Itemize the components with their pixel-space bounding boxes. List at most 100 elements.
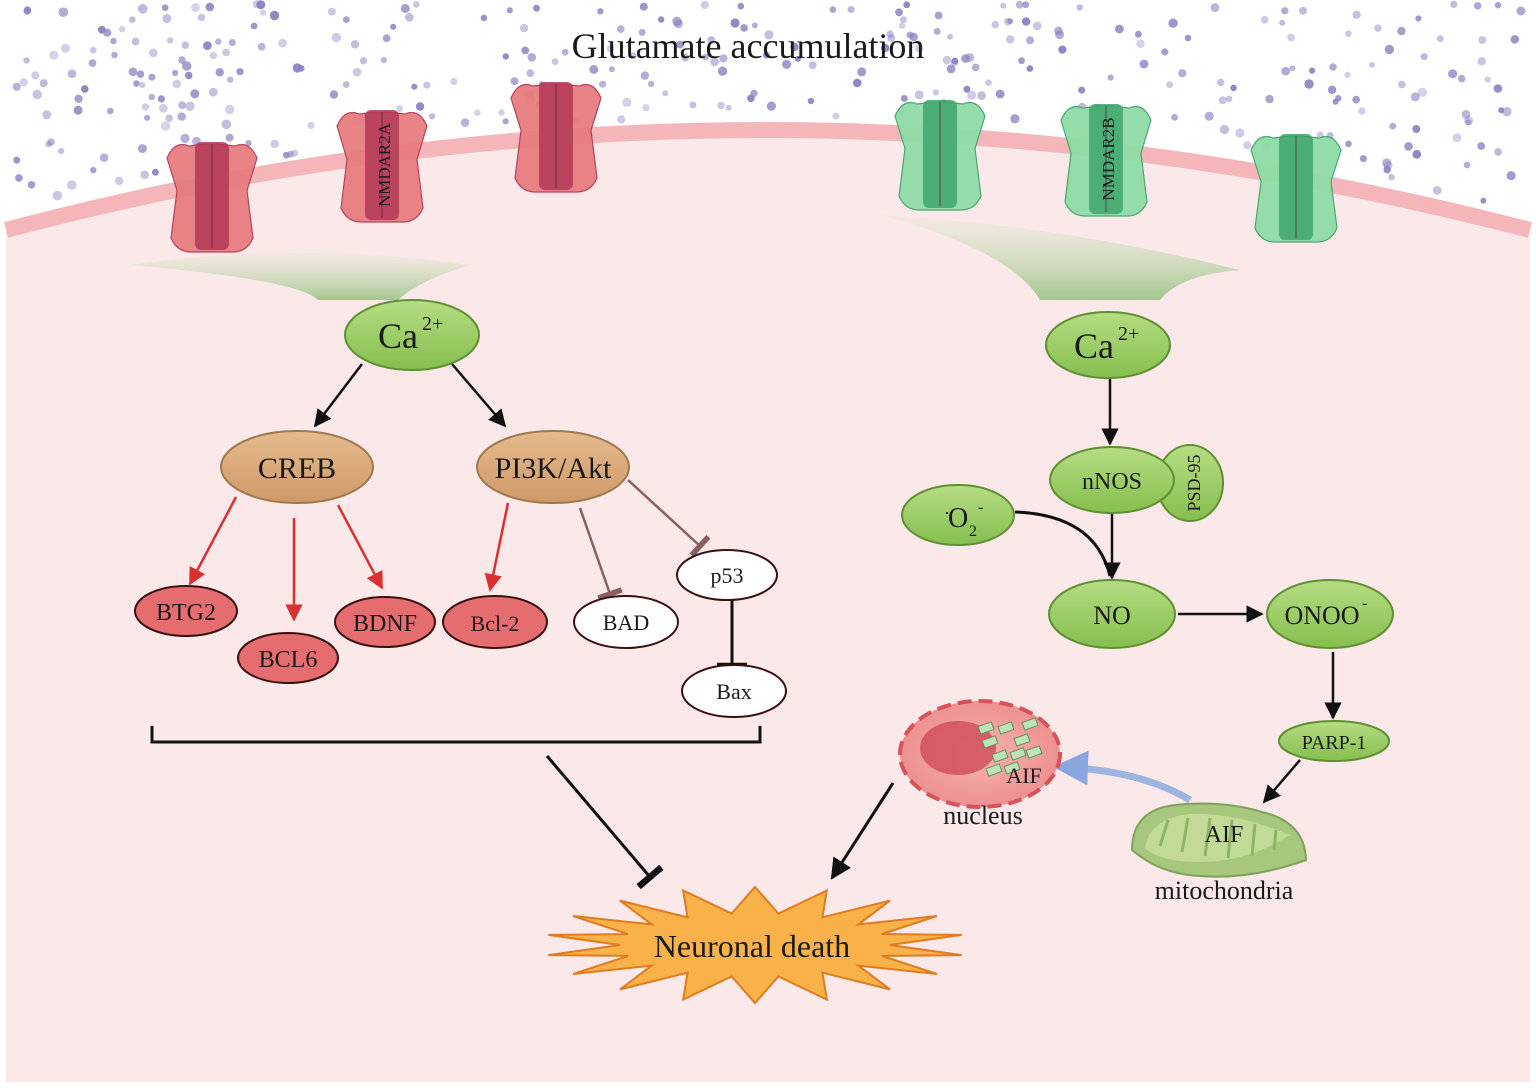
glutamate-dot	[995, 89, 1005, 99]
glutamate-dot	[1005, 35, 1015, 44]
glutamate-dot	[702, 53, 709, 61]
glutamate-dot	[23, 57, 30, 64]
glutamate-dot	[1260, 15, 1269, 24]
glutamate-dot	[49, 50, 59, 60]
glutamate-dot	[915, 44, 924, 53]
glutamate-dot	[144, 114, 151, 121]
glutamate-dot	[599, 80, 607, 88]
glutamate-dot	[1134, 30, 1142, 38]
glutamate-dot	[947, 33, 954, 40]
glutamate-dot	[740, 24, 748, 32]
glutamate-dot	[1448, 69, 1458, 79]
svg-text:Ca: Ca	[378, 316, 418, 356]
glutamate-dot	[129, 16, 136, 24]
glutamate-dot	[640, 71, 650, 80]
glutamate-dot	[561, 48, 569, 56]
glutamate-dot	[533, 4, 540, 12]
glutamate-dot	[673, 19, 684, 29]
superoxide-subscript: 2	[969, 523, 977, 540]
glutamate-dot	[158, 103, 168, 113]
glutamate-dot	[639, 2, 648, 11]
glutamate-dot	[1107, 74, 1114, 81]
pi3k-akt-node: PI3K/Akt	[476, 430, 630, 504]
glutamate-dot	[342, 81, 350, 88]
receptor-label: NMDAR2B	[1099, 117, 1118, 200]
ca-left-superscript: 2+	[422, 313, 443, 335]
glutamate-dot	[1171, 114, 1178, 121]
mitochondria: AIF mitochondria	[1130, 802, 1308, 905]
glutamate-dot	[222, 48, 231, 57]
glutamate-particles	[12, 0, 1526, 204]
nucleus-label: nucleus	[943, 801, 1022, 830]
calcium-influx-funnel-right	[880, 215, 1240, 300]
glutamate-dot	[178, 56, 186, 64]
glutamate-dot	[899, 16, 907, 24]
glutamate-dot	[256, 0, 266, 10]
glutamate-dot	[1417, 87, 1428, 98]
glutamate-dot	[1352, 95, 1361, 104]
glutamate-dot	[1461, 110, 1471, 119]
glutamate-dot	[1464, 116, 1474, 126]
glutamate-dot	[934, 11, 943, 20]
glutamate-dot	[141, 103, 150, 111]
pi3k-akt-label: PI3K/Akt	[495, 452, 612, 485]
glutamate-dot	[74, 94, 83, 104]
glutamate-dot	[638, 28, 646, 36]
glutamate-dot	[415, 102, 425, 111]
glutamate-dot	[1510, 35, 1520, 44]
glutamate-dot	[782, 59, 792, 69]
aif-particle	[997, 721, 1015, 735]
bdnf-label: BDNF	[353, 611, 417, 637]
glutamate-dot	[750, 89, 758, 98]
glutamate-dot	[42, 110, 52, 120]
glutamate-dot	[115, 176, 124, 186]
nnos-label: nNOS	[1082, 469, 1142, 495]
glutamate-dot	[1021, 17, 1031, 26]
glutamate-dot	[413, 1, 420, 8]
psd95-label: PSD-95	[1184, 454, 1204, 511]
glutamate-dot	[1022, 1, 1030, 9]
glutamate-dot	[1398, 80, 1406, 89]
creb-label: CREB	[258, 452, 336, 485]
aif-particle	[1009, 747, 1027, 761]
glutamate-dot	[1230, 84, 1237, 92]
glutamate-dot	[950, 58, 959, 67]
glutamate-dot	[39, 79, 48, 88]
glutamate-dot	[1506, 171, 1516, 181]
neuronal-death-node: Neuronal death	[548, 885, 962, 1005]
bcl2-label: Bcl-2	[471, 611, 520, 636]
glutamate-dot	[172, 79, 182, 89]
onoo-label: ONOO	[1284, 601, 1359, 630]
glutamate-dot	[160, 121, 171, 131]
glutamate-dot	[886, 30, 894, 38]
glutamate-dot	[527, 53, 537, 62]
nmda-receptor: NMDAR2B	[1060, 104, 1152, 217]
glutamate-dot	[278, 38, 287, 48]
glutamate-dot	[737, 2, 745, 10]
superoxide-dot: ·	[944, 503, 950, 523]
glutamate-dot	[1436, 35, 1444, 43]
glutamate-dot	[19, 78, 29, 87]
glutamate-dot	[1410, 92, 1420, 102]
glutamate-dot	[895, 8, 903, 17]
glutamate-dot	[228, 39, 236, 46]
glutamate-dot	[227, 76, 234, 83]
glutamate-dot	[629, 52, 637, 60]
glutamate-dot	[359, 57, 368, 65]
glutamate-dot	[1000, 2, 1007, 9]
glutamate-dot	[977, 91, 986, 100]
bad-label: BAD	[603, 610, 649, 635]
glutamate-dot	[13, 156, 21, 164]
edge-ca-creb	[313, 363, 363, 428]
glutamate-dot	[1420, 53, 1428, 61]
glutamate-dot	[97, 25, 106, 34]
mitochondria-aif-label: AIF	[1205, 822, 1244, 848]
glutamate-dot	[519, 23, 529, 33]
glutamate-dot	[510, 77, 519, 86]
glutamate-dot	[1493, 84, 1503, 93]
glutamate-dot	[45, 140, 52, 148]
glutamate-dot	[350, 40, 360, 49]
glutamate-dot	[707, 36, 716, 44]
aif-particle	[991, 749, 1009, 763]
